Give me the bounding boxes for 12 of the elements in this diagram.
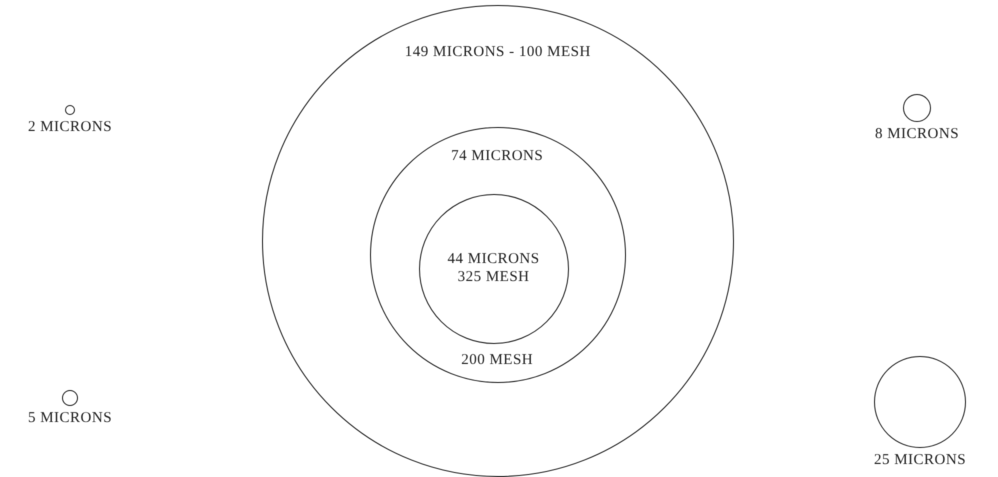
size-label: 74 MICRONS [451,148,544,165]
size-label: 44 MICRONS [448,251,540,268]
size-label: 149 MICRONS - 100 MESH [404,44,591,62]
size-circle [370,126,626,383]
size-label: 325 MESH [458,269,530,286]
size-label: 8 MICRONS [874,126,960,143]
size-circle [419,194,570,344]
size-label: 25 MICRONS [874,452,966,469]
size-label: 2 MICRONS [28,119,112,136]
size-label: 200 MESH [461,352,534,369]
size-label: 5 MICRONS [28,410,112,427]
size-circle [262,5,734,477]
